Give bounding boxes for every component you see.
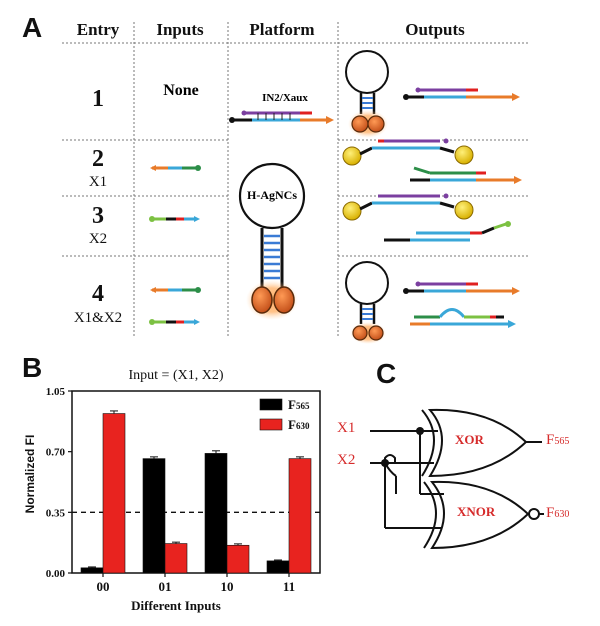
logic-input-x1: X1 <box>337 420 356 436</box>
logic-output-f565-sub: 565 <box>554 436 570 447</box>
input-strand-x2-row4 <box>149 319 200 325</box>
header-outputs: Outputs <box>405 20 465 39</box>
x-tick-label-00: 00 <box>97 579 110 594</box>
panel-c-letter: C <box>376 358 397 389</box>
logic-output-f630-base: F <box>546 505 555 521</box>
legend-label-F565: F565 <box>288 397 310 412</box>
logic-output-f630-sub: 630 <box>554 509 570 520</box>
x-tick-label-10: 10 <box>221 579 234 594</box>
bar-F630-11 <box>288 458 312 574</box>
platform-hairpin <box>238 162 306 320</box>
logic-output-f630: F630 <box>546 505 569 522</box>
legend-label-base-F565: F <box>288 397 296 412</box>
entry-4-number: 4 <box>92 281 104 307</box>
input-strand-x2-row3 <box>149 216 200 222</box>
bar-F630-10 <box>226 544 250 574</box>
chart-title: Input = (X1, X2) <box>129 368 224 383</box>
bar-F565-00 <box>80 567 104 574</box>
entry-3-sub: X2 <box>88 231 108 247</box>
y-tick-label-1: 0.35 <box>46 507 66 519</box>
legend-label-F630: F630 <box>288 417 310 432</box>
bar-F565-11 <box>266 560 290 574</box>
entry-4-sub: X1&X2 <box>73 310 123 326</box>
header-entry: Entry <box>76 20 120 39</box>
y-tick-label-3: 1.05 <box>46 386 66 398</box>
table-grid <box>62 22 530 338</box>
plot-frame <box>71 390 321 574</box>
logic-output-f565-base: F <box>546 432 555 448</box>
legend-label-sub-F565: 565 <box>296 401 310 411</box>
bar-F565-10 <box>204 453 228 574</box>
output-row2-strands <box>342 138 522 184</box>
bar-F630-01 <box>164 543 188 574</box>
chart-y-label: Normalized FI <box>23 435 37 514</box>
panel-b-letter: B <box>22 352 43 383</box>
y-tick-label-2: 0.70 <box>46 447 66 459</box>
logic-input-x2: X2 <box>337 452 356 468</box>
platform-duplex <box>229 110 334 124</box>
y-tick-label-0: 0.00 <box>46 568 66 580</box>
fluorescence-bar-chart: Input = (X1, X2) 0.00 0.35 0.70 1.05 00 01 10 1… <box>23 368 321 613</box>
output-row4-hairpin <box>345 261 389 344</box>
header-platform: Platform <box>249 20 315 39</box>
logic-output-f565: F565 <box>546 432 569 449</box>
panel-a-table <box>62 22 530 344</box>
legend-swatch-F630 <box>259 418 283 431</box>
chart-x-label: Different Inputs <box>131 598 221 613</box>
x-tick-label-01: 01 <box>159 579 172 594</box>
platform-label-h-agncs: H-AgNCs <box>247 188 297 202</box>
legend-swatch-F565 <box>259 398 283 411</box>
platform-label-in2-xaux: IN2/Xaux <box>262 92 308 104</box>
entry-1-number: 1 <box>92 86 104 112</box>
bar-F630-00 <box>102 413 126 574</box>
logic-gate-xnor-label: XNOR <box>457 504 496 519</box>
entry-2-sub: X1 <box>88 174 108 190</box>
input-strand-x1-row4 <box>150 287 201 293</box>
logic-circuit <box>370 408 544 550</box>
entry-2-number: 2 <box>92 146 104 172</box>
legend-label-base-F630: F <box>288 417 296 432</box>
panel-a-letter: A <box>22 12 43 43</box>
entry-1-inputs: None <box>163 82 199 99</box>
entry-3-number: 3 <box>92 203 104 229</box>
x-tick-label-11: 11 <box>283 579 295 594</box>
legend-label-sub-F630: 630 <box>296 421 310 431</box>
logic-gate-xor-label: XOR <box>455 432 484 447</box>
output-row3-strands <box>342 193 511 242</box>
input-strand-x1-row2 <box>150 165 201 171</box>
bar-F565-01 <box>142 458 166 574</box>
output-row1-hairpin <box>345 50 389 138</box>
header-inputs: Inputs <box>156 20 204 39</box>
output-row1-duplex <box>403 87 520 101</box>
output-row4-duplexes <box>403 281 520 328</box>
